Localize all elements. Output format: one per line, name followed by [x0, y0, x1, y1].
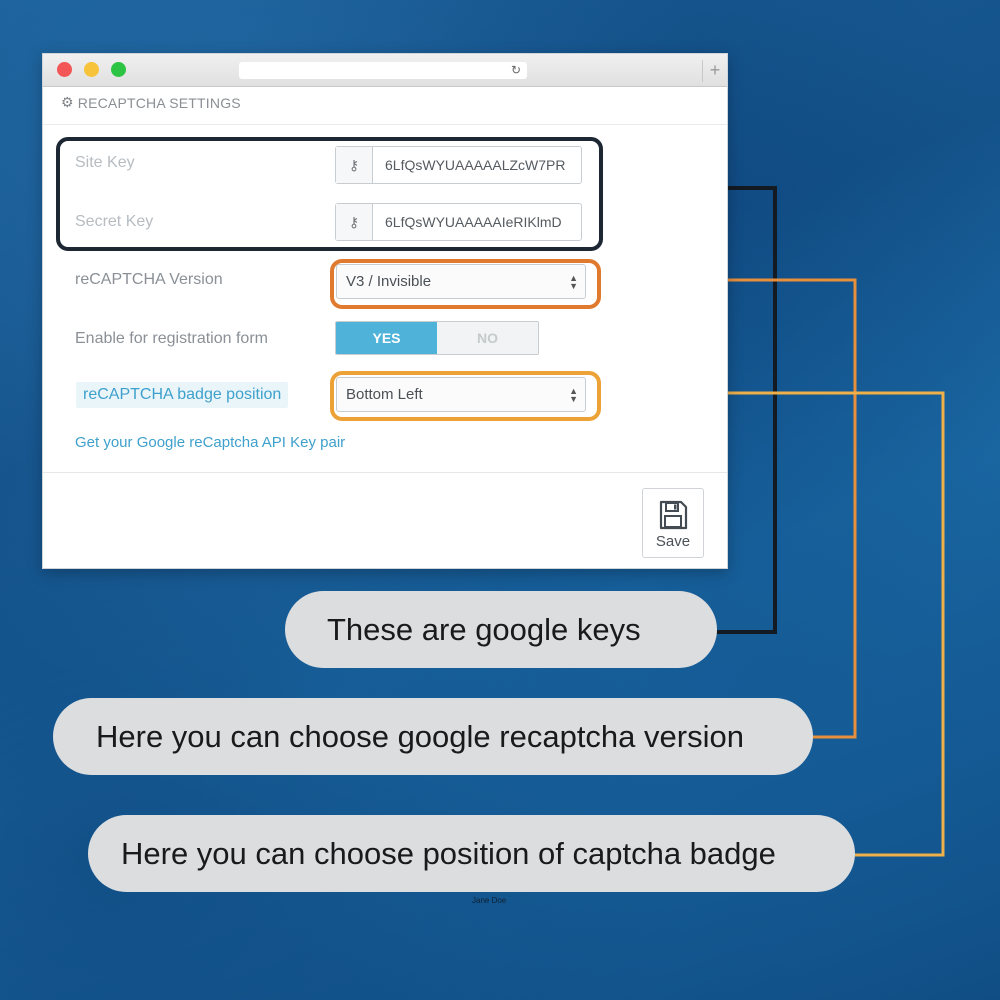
badge-connector-line	[593, 391, 945, 857]
secret-key-label: Secret Key	[75, 213, 154, 230]
panel-title: ⚙ RECAPTCHA SETTINGS	[61, 94, 241, 111]
minimize-window-button[interactable]	[84, 62, 99, 77]
recaptcha-version-value: V3 / Invisible	[346, 273, 432, 290]
badge-callout: Here you can choose position of captcha …	[88, 815, 855, 892]
select-updown-icon: ▲▼	[569, 386, 578, 404]
version-callout: Here you can choose google recaptcha ver…	[53, 698, 813, 775]
keys-callout: These are google keys	[285, 591, 717, 668]
key-icon: ⚷	[336, 147, 373, 183]
toggle-no-option[interactable]: NO	[437, 322, 538, 354]
browser-window: ↻ + ⚙ RECAPTCHA SETTINGS Site Key ⚷ 6LfQ…	[42, 53, 728, 569]
site-key-label: Site Key	[75, 154, 135, 171]
plus-icon: +	[709, 60, 721, 80]
save-button[interactable]: Save	[642, 488, 704, 558]
window-titlebar: ↻ +	[43, 54, 727, 87]
panel-footer-divider	[43, 472, 727, 473]
gears-icon: ⚙	[61, 94, 74, 110]
reload-icon[interactable]: ↻	[510, 63, 521, 77]
toggle-yes-option[interactable]: YES	[336, 322, 437, 354]
secret-key-value[interactable]: 6LfQsWYUAAAAAIeRIKlmD	[385, 214, 562, 230]
recaptcha-version-label: reCAPTCHA Version	[75, 271, 223, 288]
badge-position-value: Bottom Left	[346, 386, 423, 403]
author-credit: Jane Doe	[472, 896, 507, 905]
save-label: Save	[655, 533, 691, 550]
key-icon: ⚷	[336, 204, 373, 240]
registration-form-label: Enable for registration form	[75, 330, 268, 347]
address-bar[interactable]: ↻	[239, 62, 527, 79]
maximize-window-button[interactable]	[111, 62, 126, 77]
select-updown-icon: ▲▼	[569, 273, 578, 291]
panel-title-text: RECAPTCHA SETTINGS	[77, 94, 241, 111]
recaptcha-version-select[interactable]: V3 / Invisible ▲▼	[336, 264, 586, 299]
panel-header-divider	[43, 124, 727, 125]
registration-toggle: YES NO	[335, 321, 539, 355]
badge-position-select[interactable]: Bottom Left ▲▼	[336, 377, 586, 412]
site-key-field[interactable]: ⚷ 6LfQsWYUAAAAALZcW7PR	[335, 146, 582, 184]
floppy-disk-icon	[659, 500, 688, 530]
new-tab-button[interactable]: +	[702, 60, 727, 82]
badge-position-label: reCAPTCHA badge position	[76, 382, 289, 408]
secret-key-field[interactable]: ⚷ 6LfQsWYUAAAAAIeRIKlmD	[335, 203, 582, 241]
api-key-link[interactable]: Get your Google reCaptcha API Key pair	[75, 434, 346, 451]
close-window-button[interactable]	[57, 62, 72, 77]
site-key-value[interactable]: 6LfQsWYUAAAAALZcW7PR	[385, 157, 566, 173]
